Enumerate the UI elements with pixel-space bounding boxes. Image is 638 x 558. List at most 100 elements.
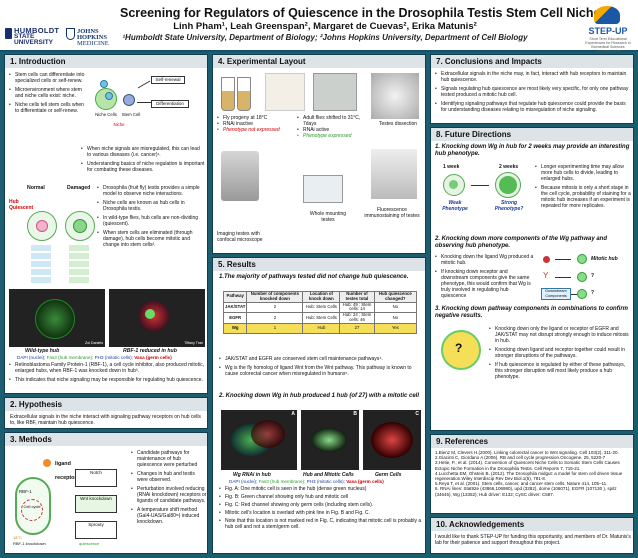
references-heading: 9. References: [431, 435, 633, 448]
results-image-c: C: [363, 410, 421, 470]
ack-heading: 10. Acknowledgements: [431, 518, 633, 531]
results-sub2: 2. Knocking down Wg in hub produced 1 hu…: [219, 393, 420, 399]
methods-heading: 3. Methods: [5, 433, 207, 446]
vial-2-icon: [237, 77, 251, 111]
list-item: 1.Bienz M, Clevers H.(2000). Linking col…: [435, 450, 619, 455]
intro-bullets-right: Drosophila (fruit fly) testis provides a…: [97, 185, 205, 251]
quiescent-label: Quiescent: [9, 205, 34, 211]
cell-cycle-icon: [21, 499, 43, 521]
poster-authors: Linh Pham¹, Leah Greenspan², Margaret de…: [173, 21, 477, 32]
results-panel: 5. Results 1.The majority of pathways te…: [212, 257, 426, 554]
list-item: 3.Hetie, P., et al. (2014). Conversion o…: [435, 460, 620, 471]
sprouty-box: Sprouty: [75, 521, 117, 539]
future-sub2: 2. Knocking down more components of the …: [435, 236, 608, 249]
intro-bullets-mid: When niche signals are misregulated, thi…: [81, 146, 205, 176]
ack-text: I would like to thank STEP-UP for fundin…: [435, 534, 631, 546]
experimental-col2: Adult flies shifted to 31°C, 7days RNAi …: [297, 115, 367, 142]
niche-diagram: Niche Cells Stem Cell Niche Self-renewal…: [91, 72, 205, 142]
microscope-image: [221, 151, 259, 201]
conclusions-bullets: Extracellular signals in the niche may, …: [435, 71, 631, 116]
stem-cell-label: Stem Cell: [121, 112, 141, 117]
future-sub3: 3. Knocking down pathway components in c…: [435, 306, 629, 319]
ligand-icon: [43, 459, 51, 467]
future-panel: 8. Future Directions 1. Knocking down Wg…: [430, 127, 634, 431]
list-item: 4.Lucchetta EM, Ohstein B. (2012). The D…: [435, 470, 623, 482]
table-header: Pathway: [222, 291, 248, 303]
stain-image: [371, 149, 417, 199]
future-heading: 8. Future Directions: [431, 128, 633, 141]
future-sub1: 1. Knocking down Wg in hub for 2 weeks m…: [435, 144, 630, 157]
intro-bullets-bottom: Retinoblastoma Family Protein-1 (RBF-1),…: [9, 362, 205, 386]
damaged-label: Damaged: [67, 185, 91, 191]
wild-type-hub-image: Zol Daniels: [9, 289, 105, 347]
results-sub1: 1.The majority of pathways tested did no…: [219, 274, 409, 280]
vial-1-icon: [221, 77, 235, 111]
shield-icon: [66, 28, 75, 40]
strong-phenotype-label: Strong Phenotype?: [494, 200, 524, 212]
self-renewal-box: Self-renewal: [151, 76, 185, 84]
methods-bullets: Candidate pathways for maintenance of hu…: [131, 450, 207, 528]
germ-cells-label: Germ Cells: [375, 472, 402, 478]
poster-affiliations: ¹Humboldt State University, Department o…: [122, 33, 528, 42]
hypothesis-text: Extracellular signals in the niche inter…: [10, 414, 201, 426]
fly-image: [265, 73, 305, 111]
imaging-label: Imaging testes with confocal microscope: [217, 231, 263, 243]
results-bullets1: JAK/STAT and EGFR are conserved stem cel…: [219, 356, 423, 380]
future-bullets3: Knocking down only the ligand or recepto…: [489, 326, 631, 383]
poster-title: Screening for Regulators of Quiescence i…: [120, 6, 601, 20]
conclusions-heading: 7. Conclusions and Impacts: [431, 55, 633, 68]
introduction-heading: 1. Introduction: [5, 55, 207, 68]
experimental-panel: 4. Experimental Layout Fly progeny at 18…: [212, 54, 426, 254]
references-list: 1.Bienz M, Clevers H.(2000). Linking col…: [435, 450, 631, 497]
mitotic-hub-label: Mitotic hub: [591, 256, 618, 262]
week-2-label: 2 weeks: [499, 164, 519, 170]
references-panel: 9. References 1.Bienz M, Clevers H.(2000…: [430, 434, 634, 514]
future-bullets1: Longer experimenting time may allow more…: [535, 164, 631, 212]
testes-dissection-label: Testes dissection: [378, 121, 418, 127]
normal-label: Normal: [27, 185, 45, 191]
receptor-icon: Y: [543, 271, 549, 280]
stem-cell-icon: [123, 94, 135, 106]
results-image-a: A: [221, 410, 297, 470]
question-cell-icon: [441, 330, 481, 370]
table-row: Wg 1 Hub 27 Yes: [222, 322, 418, 334]
hypothesis-panel: 2. Hypothesis Extracellular signals in t…: [4, 397, 208, 429]
table-row: EGFR 2 Hub: Stem Cells Hub: 24 ; Stem ce…: [222, 312, 418, 324]
table-header: Number of testes total: [339, 291, 375, 303]
weak-phenotype-label: Weak Phenotype: [442, 200, 468, 212]
hub-diagram: Normal Damaged Hub Quiescent: [9, 185, 95, 287]
cell-column-icon: [69, 245, 89, 283]
fluorescence-label: Fluorescence immunostaining of testes: [364, 207, 420, 219]
cell-column-icon: [31, 245, 51, 283]
stepup-figure-icon: [594, 6, 620, 24]
notch-box: Notch: [75, 469, 117, 487]
dissection-image: [371, 73, 419, 119]
wg-rnai-label: Wg RNAi in hub: [233, 472, 271, 478]
experimental-col1: Fly progeny at 18°C RNAi inactive Phenot…: [217, 115, 297, 136]
results-table: Pathway Number of components knocked dow…: [222, 291, 418, 334]
list-item: 6. RNAi lines: Stat92e (43866,106980), u…: [435, 486, 617, 497]
receptor-label: receptor: [55, 475, 77, 481]
introduction-panel: 1. Introduction Stem cells can different…: [4, 54, 208, 394]
list-item: 5.Reya T, et al. (2001). Stem cells, can…: [435, 481, 608, 487]
experimental-heading: 4. Experimental Layout: [213, 55, 425, 68]
niche-cells-label: Niche Cells: [95, 112, 117, 117]
wild-type-label: Wild-type hub: [25, 348, 60, 354]
ligand-icon: [543, 256, 550, 263]
hypothesis-heading: 2. Hypothesis: [5, 398, 207, 411]
humboldt-mark-icon: [5, 28, 12, 39]
stepup-logo: STEP-UP Short Term Educational Experienc…: [582, 4, 634, 53]
intro-image-caption: DAPI (nuclei); Fas3 (hub membrane); PH3 …: [17, 355, 172, 360]
list-item: 2.Giacinti C, Giordano A (2006). RB and …: [435, 455, 606, 461]
methods-diagram: ligand receptor RBF-1 Cell cycle 18°C RB…: [9, 449, 131, 551]
table-header: Number of components knocked down: [246, 291, 304, 303]
week-1-label: 1 week: [443, 164, 460, 170]
results-image-caption: DAPI (nuclei); Fas3 (hub membrane); PH3 …: [229, 479, 384, 484]
rbf1-label: RBF-1 reduced in hub: [123, 348, 177, 354]
methods-panel: 3. Methods ligand receptor RBF-1 Cell cy…: [4, 432, 208, 554]
incubator-image: [313, 73, 357, 111]
differentiation-box: Differentiation: [151, 100, 189, 108]
ack-panel: 10. Acknowledgements I would like to tha…: [430, 517, 634, 554]
